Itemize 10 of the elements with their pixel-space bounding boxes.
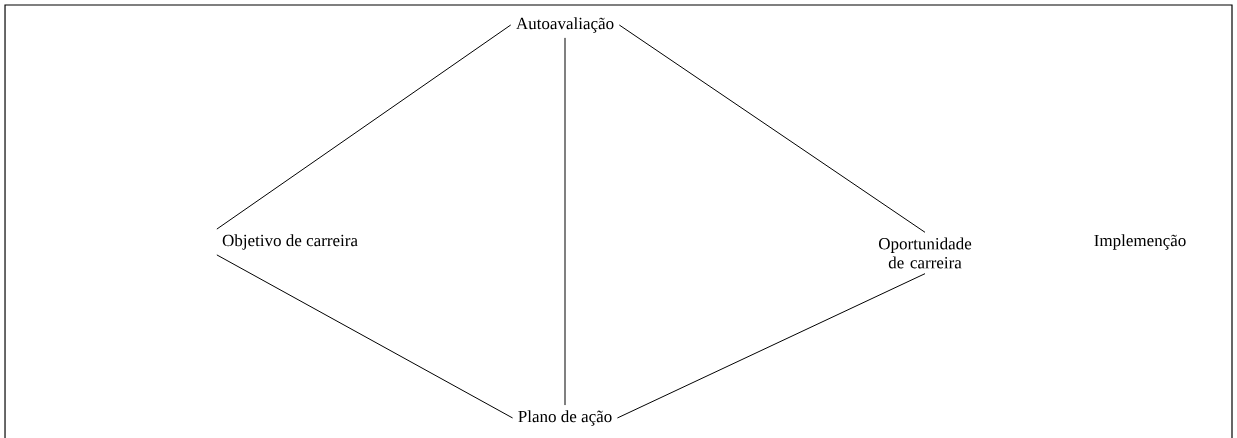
node-label: Objetivo de carreira	[222, 234, 358, 250]
label: Implemenção	[1094, 234, 1186, 250]
node-label: Plano de ação	[518, 410, 612, 426]
connector-line	[564, 37, 566, 406]
connector-line	[616, 273, 926, 419]
node-label: Oportunidade de carreira	[878, 237, 972, 269]
node-label: Autoavaliação	[516, 17, 614, 33]
connector-line	[618, 24, 926, 233]
connector-line	[216, 254, 514, 419]
connector-line	[216, 24, 512, 230]
